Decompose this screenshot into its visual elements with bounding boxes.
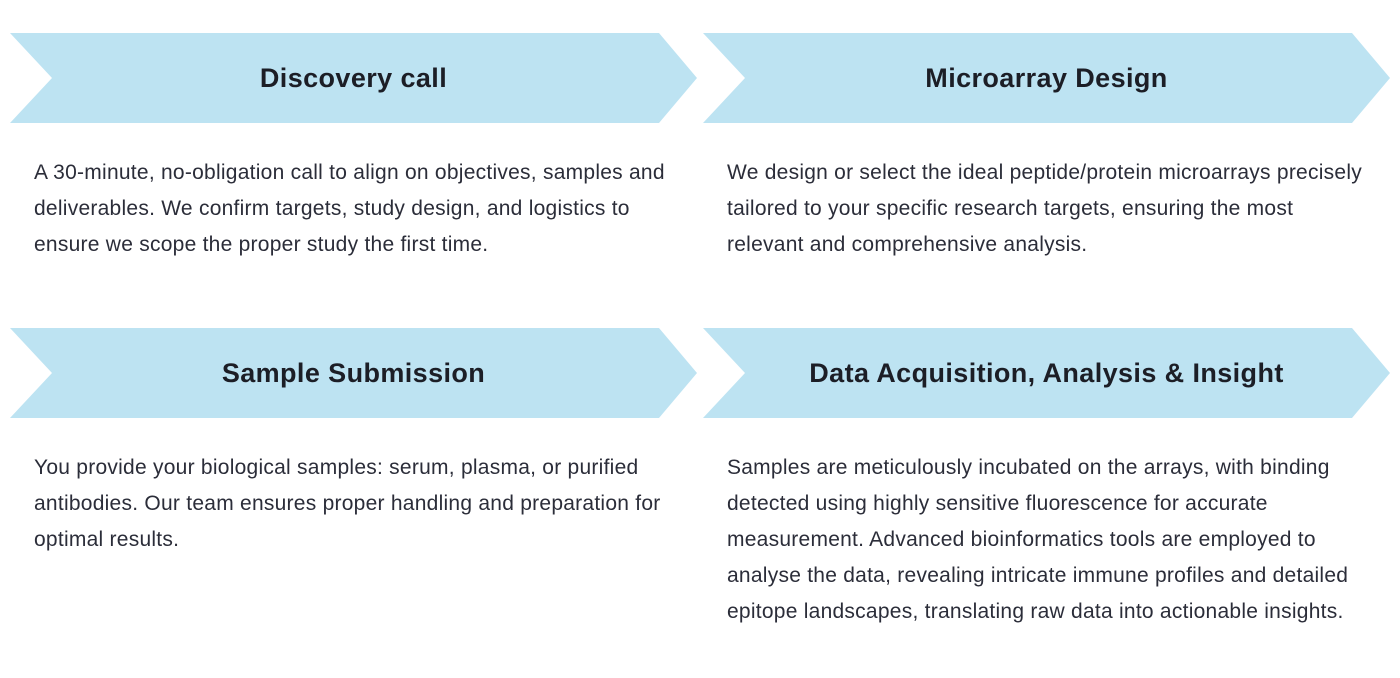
step-title: Sample Submission bbox=[221, 357, 486, 388]
process-step-microarray-design: Microarray Design We design or select th… bbox=[703, 33, 1390, 328]
step-description: A 30-minute, no-obligation call to align… bbox=[34, 161, 665, 256]
process-step-discovery-call: Discovery call A 30-minute, no-obligatio… bbox=[10, 33, 697, 328]
step-description: We design or select the ideal peptide/pr… bbox=[727, 161, 1362, 256]
step-title: Discovery call bbox=[259, 62, 448, 93]
step-title: Microarray Design bbox=[925, 62, 1168, 93]
step-title: Data Acquisition, Analysis & Insight bbox=[809, 357, 1284, 388]
step-arrow-banner: Sample Submission bbox=[10, 328, 697, 418]
step-arrow-banner: Discovery call bbox=[10, 33, 697, 123]
step-arrow-banner: Data Acquisition, Analysis & Insight bbox=[703, 328, 1390, 418]
process-step-sample-submission: Sample Submission You provide your biolo… bbox=[10, 328, 697, 630]
step-description: Samples are meticulously incubated on th… bbox=[727, 456, 1349, 623]
process-steps-grid: Discovery call A 30-minute, no-obligatio… bbox=[0, 0, 1400, 630]
step-arrow-banner: Microarray Design bbox=[703, 33, 1390, 123]
step-description: You provide your biological samples: ser… bbox=[34, 456, 661, 551]
process-step-data-acquisition: Data Acquisition, Analysis & Insight Sam… bbox=[703, 328, 1390, 630]
